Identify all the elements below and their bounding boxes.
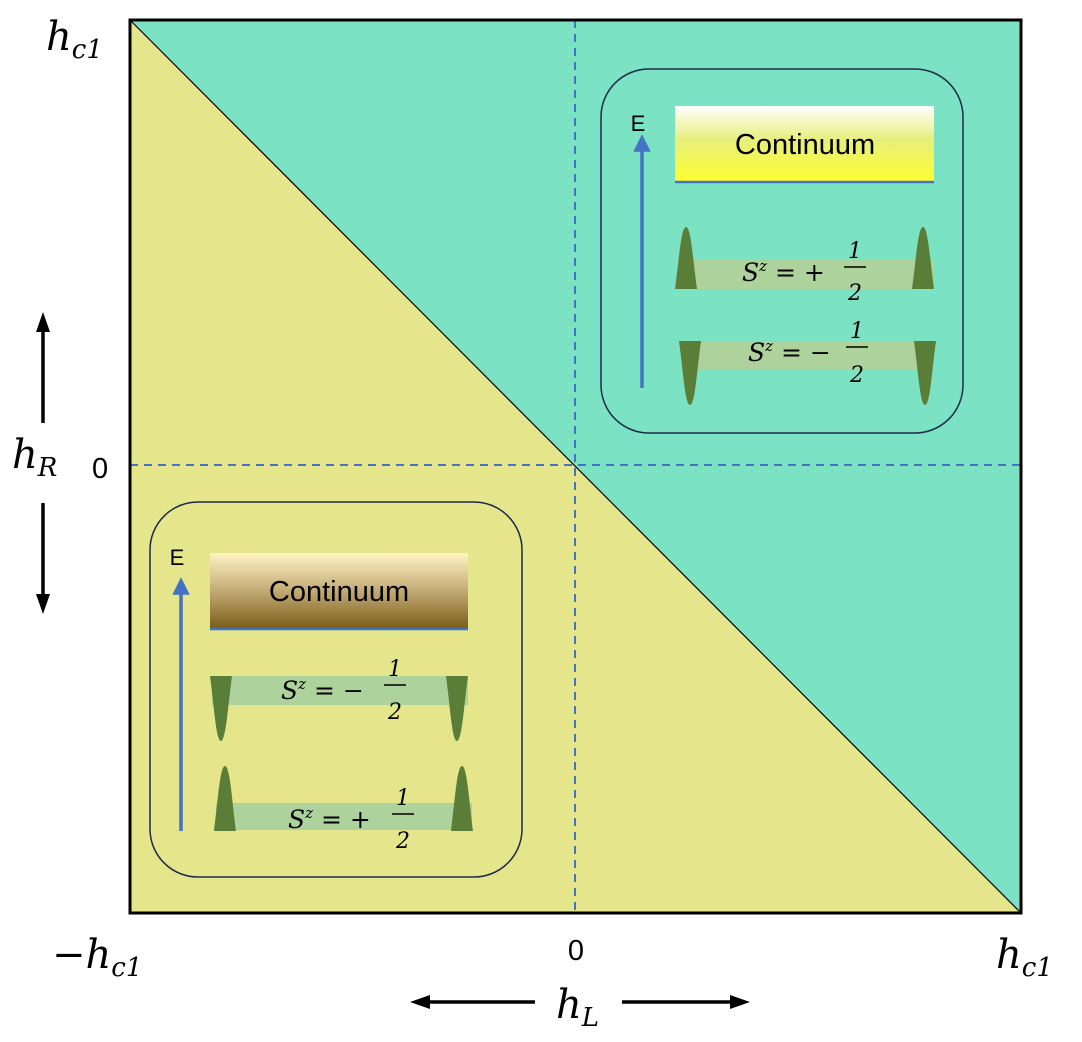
- y-zero-label: 0: [92, 453, 108, 485]
- svg-text:2: 2: [395, 829, 410, 854]
- svg-text:= +: = +: [321, 805, 371, 834]
- svg-text:= +: = +: [775, 258, 825, 287]
- x-zero-label: 0: [568, 935, 584, 967]
- svg-text:1: 1: [848, 239, 862, 264]
- edge-mode-peak: [214, 766, 236, 831]
- svg-text:Sz: Sz: [748, 337, 773, 367]
- continuum-label: Continuum: [269, 576, 409, 608]
- edge-mode-dip: [446, 676, 468, 741]
- x-left-label: −hc1: [52, 932, 142, 983]
- edge-mode-peak: [912, 227, 934, 289]
- level-band: [216, 803, 472, 830]
- level-band: [212, 676, 468, 705]
- svg-text:1: 1: [396, 786, 410, 811]
- x-right-arrow: [622, 995, 750, 1009]
- continuum-box: [675, 106, 934, 182]
- energy-label: E: [631, 111, 646, 136]
- x-right-label: hc1: [996, 932, 1053, 983]
- energy-label: E: [170, 545, 185, 570]
- svg-text:1: 1: [850, 319, 864, 344]
- svg-text:= −: = −: [781, 338, 831, 367]
- svg-text:2: 2: [387, 700, 402, 725]
- level-equation: Sz = + 1 2: [288, 786, 414, 854]
- level-band: [677, 260, 934, 289]
- y-up-arrow: [36, 312, 50, 423]
- level-equation: Sz = − 1 2: [281, 657, 406, 725]
- svg-text:= −: = −: [314, 676, 364, 705]
- edge-mode-dip: [679, 341, 701, 405]
- continuum-label: Continuum: [735, 129, 875, 161]
- inset-box: [149, 501, 523, 878]
- y-down-arrow: [36, 503, 50, 614]
- svg-text:Sz: Sz: [742, 257, 767, 287]
- level-equation: Sz = + 1 2: [742, 239, 866, 306]
- svg-text:Sz: Sz: [281, 675, 306, 705]
- svg-text:Sz: Sz: [288, 804, 313, 834]
- edge-mode-dip: [210, 676, 232, 741]
- plot-frame: [128, 18, 1023, 915]
- svg-text:2: 2: [847, 281, 862, 306]
- diagonal-boundary: [129, 19, 1022, 914]
- continuum-box: [210, 553, 468, 629]
- inset-box: [600, 68, 964, 434]
- inset-bottom-left: E Continuum Sz = − 1 2 Sz = + 1 2: [149, 501, 523, 878]
- level-band: [681, 341, 934, 370]
- edge-mode-peak: [675, 227, 697, 289]
- edge-mode-peak: [451, 766, 473, 831]
- svg-text:1: 1: [388, 657, 402, 682]
- y-axis-label: hR: [12, 432, 57, 483]
- x-left-arrow: [410, 995, 535, 1009]
- level-equation: Sz = − 1 2: [748, 319, 868, 388]
- svg-text:2: 2: [849, 363, 864, 388]
- edge-mode-dip: [914, 341, 936, 405]
- x-axis-label: hL: [556, 982, 599, 1033]
- y-top-label: hc1: [46, 14, 103, 65]
- inset-top-right: E Continuum Sz = + 1 2 Sz = − 1 2: [600, 68, 964, 434]
